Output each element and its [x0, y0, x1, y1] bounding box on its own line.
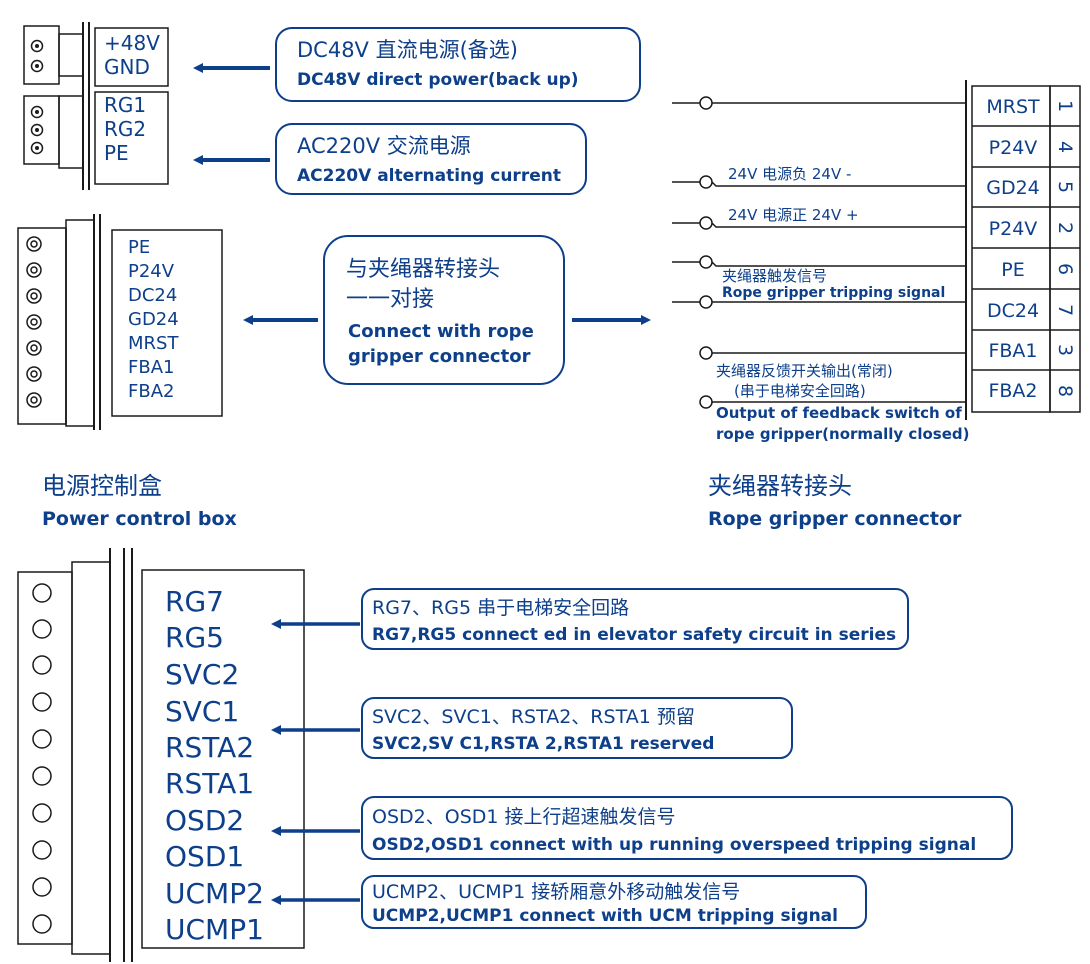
callout-en: UCMP2,UCMP1 connect with UCM tripping si…	[372, 906, 838, 926]
power-box-title-cn: 电源控制盒	[42, 472, 162, 500]
callout-en: gripper connector	[348, 346, 531, 367]
pin-number: 3	[1054, 344, 1076, 356]
terminal-label: GND	[104, 55, 150, 79]
note-fb-en1: Output of feedback switch of	[716, 404, 962, 422]
callout-ac220: AC220V 交流电源 AC220V alternating current	[275, 123, 587, 195]
terminal-label: SVC2	[165, 658, 239, 691]
pin-number: 1	[1054, 100, 1076, 112]
pin-number: 8	[1054, 385, 1076, 397]
pin-label: FBA1	[988, 340, 1037, 362]
terminal-label: FBA2	[128, 381, 174, 402]
pin-number: 7	[1054, 304, 1076, 316]
callout-cn: OSD2、OSD1 接上行超速触发信号	[372, 806, 676, 828]
note-p24v: 24V 电源正 24V +	[728, 206, 859, 224]
pin-label: P24V	[989, 137, 1038, 159]
terminal-label: +48V	[104, 31, 160, 55]
terminal-label: RG2	[104, 117, 146, 141]
callout-en: AC220V alternating current	[297, 166, 561, 186]
callout-en: DC48V direct power(back up)	[297, 70, 579, 90]
terminal-label: SVC1	[165, 695, 239, 728]
callout-osd: OSD2、OSD1 接上行超速触发信号 OSD2,OSD1 connect wi…	[361, 796, 1013, 860]
terminal-label: GD24	[128, 309, 179, 330]
terminal-label: RG1	[104, 93, 146, 117]
power-box-terminal-block: PE P24V DC24 GD24 MRST FBA1 FBA2	[17, 214, 223, 430]
terminal-label: PE	[128, 237, 150, 258]
terminal-label: RSTA2	[165, 731, 254, 764]
pin-number: 2	[1054, 222, 1076, 234]
callout-en: RG7,RG5 connect ed in elevator safety ci…	[372, 625, 896, 645]
callout-dc48: DC48V 直流电源(备选) DC48V direct power(back u…	[275, 27, 641, 102]
callout-connect: 与夹绳器转接头 一一对接 Connect with rope gripper c…	[323, 235, 565, 385]
callout-cn: 一一对接	[346, 287, 434, 312]
callout-cn: 与夹绳器转接头	[346, 257, 500, 282]
rope-connector-title-en: Rope gripper connector	[708, 508, 962, 530]
pin-label: PE	[1001, 259, 1024, 281]
callout-en: OSD2,OSD1 connect with up running oversp…	[372, 835, 976, 855]
note-gd24: 24V 电源负 24V -	[728, 165, 851, 183]
terminal-label: DC24	[128, 285, 177, 306]
callout-svc: SVC2、SVC1、RSTA2、RSTA1 预留 SVC2,SV C1,RSTA…	[361, 697, 793, 759]
note-fb-cn2: (串于电梯安全回路)	[734, 382, 866, 400]
terminal-holes	[26, 236, 42, 408]
terminal-holes	[32, 583, 52, 934]
note-fb-en2: rope gripper(normally closed)	[716, 425, 969, 443]
callout-cn: RG7、RG5 串于电梯安全回路	[372, 597, 629, 619]
pin-label: P24V	[989, 218, 1038, 240]
pin-label: MRST	[986, 96, 1040, 118]
rope-gripper-connector: MRST P24V GD24 P24V PE DC24 FBA1 FBA2 1 …	[965, 80, 1081, 420]
pin-label: FBA2	[988, 380, 1037, 402]
top-terminal-block: +48V GND RG1 RG2 PE	[23, 22, 169, 190]
note-fb-cn1: 夹绳器反馈开关输出(常闭)	[716, 362, 893, 380]
bottom-terminal-block: RG7 RG5 SVC2 SVC1 RSTA2 RSTA1 OSD2 OSD1 …	[17, 548, 305, 962]
terminal-label: RSTA1	[165, 767, 254, 800]
note-trip-en: Rope gripper tripping signal	[722, 285, 945, 301]
terminal-label: MRST	[128, 333, 179, 354]
pin-number: 6	[1054, 263, 1076, 275]
note-trip-cn: 夹绳器触发信号	[722, 267, 827, 285]
terminal-label: OSD2	[165, 804, 244, 837]
callout-cn: DC48V 直流电源(备选)	[297, 38, 518, 62]
terminal-label: UCMP2	[165, 877, 264, 910]
callout-en: SVC2,SV C1,RSTA 2,RSTA1 reserved	[372, 734, 714, 754]
power-box-title-en: Power control box	[42, 508, 237, 530]
connector-wires	[672, 96, 966, 409]
callout-ucmp: UCMP2、UCMP1 接轿厢意外移动触发信号 UCMP2,UCMP1 conn…	[361, 875, 867, 929]
callout-en: Connect with rope	[348, 321, 534, 342]
callout-rg: RG7、RG5 串于电梯安全回路 RG7,RG5 connect ed in e…	[361, 588, 909, 650]
terminal-label: UCMP1	[165, 913, 264, 946]
terminal-label: P24V	[128, 261, 175, 282]
terminal-label: OSD1	[165, 840, 244, 873]
pin-number: 5	[1054, 181, 1076, 193]
callout-cn: AC220V 交流电源	[297, 134, 471, 158]
terminal-label: FBA1	[128, 357, 174, 378]
terminal-label: RG7	[165, 585, 224, 618]
callout-cn: SVC2、SVC1、RSTA2、RSTA1 预留	[372, 706, 695, 728]
pin-label: DC24	[987, 300, 1039, 322]
terminal-label: PE	[104, 141, 129, 165]
pin-label: GD24	[986, 177, 1040, 199]
terminal-label: RG5	[165, 621, 224, 654]
rope-connector-title-cn: 夹绳器转接头	[708, 472, 852, 500]
callout-cn: UCMP2、UCMP1 接轿厢意外移动触发信号	[372, 881, 740, 903]
pin-number: 4	[1054, 141, 1076, 153]
